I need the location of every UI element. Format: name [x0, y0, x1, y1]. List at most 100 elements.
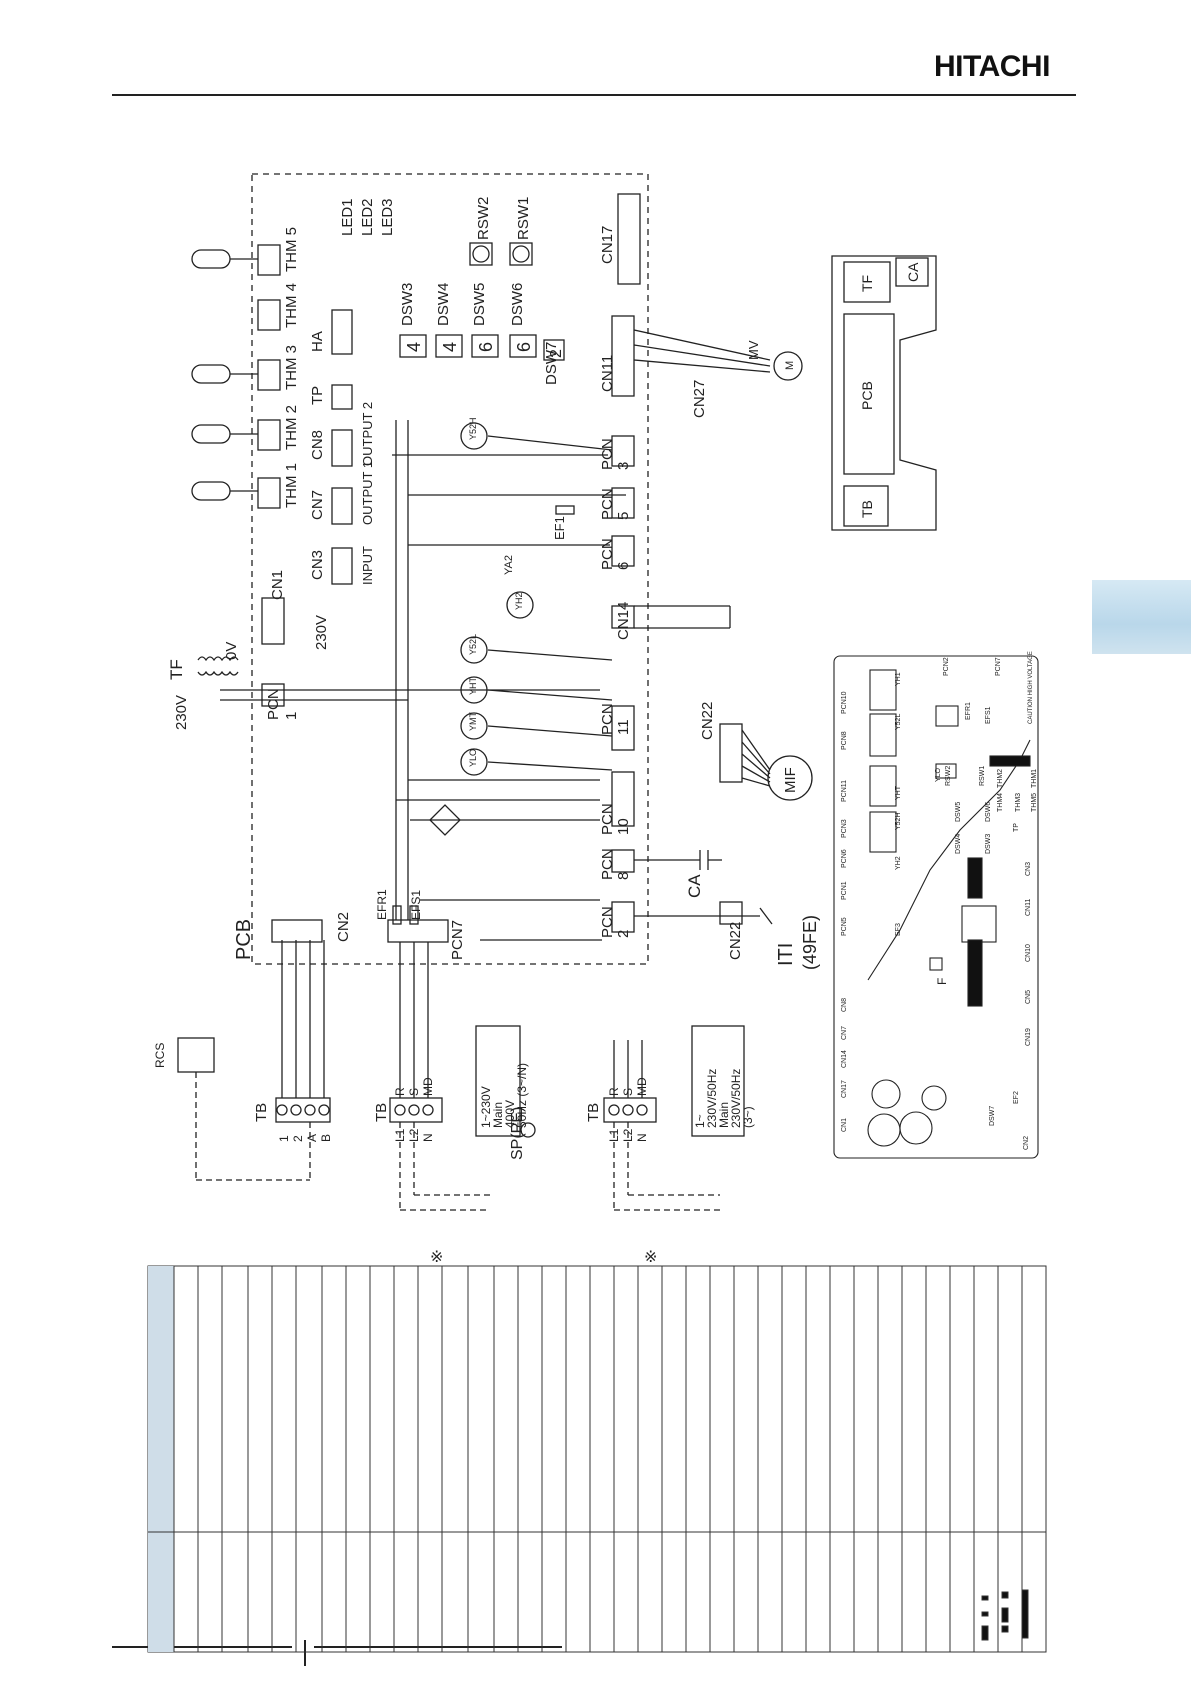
power-box-2-line-4: 230V/50Hz [729, 1069, 743, 1128]
tb2-term-l2: L2 [407, 1128, 421, 1142]
pcb-label-rsw1: RSW1 [979, 766, 986, 786]
tf-secondary-label: 0V [223, 642, 240, 660]
footer-divider [304, 1640, 306, 1666]
thm4-label: THM 4 [283, 283, 300, 328]
cn1-label: CN1 [269, 570, 286, 600]
tb1-term-2: 2 [291, 1135, 305, 1142]
pcb-label-caution: CAUTION HIGH VOLTAGE [1028, 651, 1034, 724]
ef1-label: EF1 [552, 516, 567, 540]
fan-motor-symbol [767, 755, 813, 801]
terminal-circles [276, 1104, 648, 1116]
cn22-top-label: CN22 [699, 702, 716, 740]
schematic-labels: PCB THM 5 THM 4 THM 3 THM 2 THM 1 LED1 L… [153, 197, 820, 1160]
led1-label: LED1 [339, 198, 356, 236]
pcb-label: PCB [233, 919, 255, 960]
tb2-term-md: MD [421, 1077, 435, 1096]
pcn8-number: 8 [615, 872, 632, 880]
footer-rule-left [112, 1646, 292, 1648]
tb3-term-l1: L1 [607, 1128, 621, 1142]
pcb-label-pcn11: PCN11 [841, 780, 848, 802]
dsw7-label: DSW7 [543, 342, 560, 385]
relay-ya2: YA2 [503, 555, 515, 575]
pcb-label-cn2: CN2 [1023, 1136, 1030, 1150]
rsw2-label: RSW2 [475, 197, 492, 240]
thm5-label: THM 5 [283, 227, 300, 272]
led3-label: LED3 [379, 198, 396, 236]
cn3-label: CN3 [309, 550, 326, 580]
pcb-label-cn10: CN10 [1025, 944, 1032, 962]
pcb-label-pcn3: PCN3 [841, 819, 848, 838]
pcn2-number: 2 [615, 930, 632, 938]
pcb-label-ef3: EF3 [895, 923, 902, 936]
tb2-term-s: S [407, 1088, 421, 1096]
thermistor-probes [191, 249, 258, 501]
pcb-label-cn14: CN14 [841, 1050, 848, 1068]
footer-rule-right [314, 1646, 562, 1648]
pcn7-label: PCN7 [449, 920, 466, 960]
tb2-term-r: R [393, 1087, 407, 1096]
input-label: INPUT [360, 546, 375, 585]
pcb-label-cn19: CN19 [1025, 1028, 1032, 1046]
dsw5-setting: 6 [476, 342, 496, 352]
pcb-label-efr1: EFR1 [965, 702, 972, 720]
board-tf: TF [859, 275, 875, 292]
efs1-label: EFS1 [409, 890, 423, 920]
pcb-label-pcn7: PCN7 [995, 657, 1002, 676]
iti-label: ITI [775, 943, 797, 966]
pcb-label-cn8: CN8 [841, 998, 848, 1012]
board-ca: CA [905, 262, 921, 282]
tb2-term-n: N [421, 1133, 435, 1142]
tf-label: TF [167, 659, 186, 680]
led2-label: LED2 [359, 198, 376, 236]
tb2-term-l1: L1 [393, 1128, 407, 1142]
relay-y52h: Y52H [468, 417, 478, 440]
tb2-label: TB [373, 1103, 390, 1122]
relay-coils [460, 422, 534, 776]
pcn10-number: 10 [615, 818, 632, 835]
pcb-label-pcn8: PCN8 [841, 731, 848, 750]
pcn3-label: PCN [599, 438, 616, 470]
pcn6-number: 6 [615, 562, 632, 570]
power-box-2-line-2: 230V/50Hz [705, 1069, 719, 1128]
pcb-label-dsw3: DSW3 [985, 834, 992, 854]
pcb-label-y52l: Y52L [895, 714, 902, 730]
pcb-label-thm3: THM3 [1015, 793, 1022, 812]
dsw6-label: DSW6 [509, 283, 526, 326]
board-pcb: PCB [859, 381, 875, 410]
pcb-label-pcn2: PCN2 [943, 657, 950, 676]
relay-yht: YHT [468, 676, 478, 695]
tf-pcn1-label: 230V [313, 615, 330, 650]
power-box-1-line-3: 400V [503, 1100, 517, 1128]
pcb-label-dsw5: DSW5 [955, 802, 962, 822]
mif-label: MIF [782, 767, 799, 793]
pcb-label-rsw2: RSW2 [945, 766, 952, 786]
pcb-label-ylo: YLO [935, 767, 942, 782]
pcn3-number: 3 [615, 462, 632, 470]
pcb-label-tp: TP [1013, 823, 1020, 832]
tb3-term-l2: L2 [621, 1128, 635, 1142]
cn27-label: CN27 [691, 380, 708, 418]
pcb-label-cn7: CN7 [841, 1026, 848, 1040]
relay-ymt: YMT [468, 712, 478, 732]
earth-label: SP(PE) [509, 1107, 526, 1160]
pcb-label-ef2: EF2 [1013, 1091, 1020, 1104]
pcb-label-pcn5: PCN5 [841, 917, 848, 936]
note-marker-2: ※ [644, 1249, 657, 1266]
dsw3-setting: 4 [404, 342, 424, 352]
relay-ylo: YLO [468, 749, 478, 767]
thm2-label: THM 2 [283, 405, 300, 450]
tb1-term-1: 1 [277, 1135, 291, 1142]
board-tb: TB [859, 500, 875, 518]
thm1-label: THM 1 [283, 463, 300, 508]
tb1-term-b: B [319, 1134, 333, 1142]
pcn2-label: PCN [599, 906, 616, 938]
cn2-label: CN2 [335, 912, 352, 942]
output1-label: OUTPUT 1 [360, 461, 375, 525]
dsw6-setting: 6 [514, 342, 534, 352]
pcb-label-cn3: CN3 [1025, 862, 1032, 876]
note-marker-1: ※ [430, 1249, 443, 1266]
power-box-2-line-5: (3~) [741, 1106, 755, 1128]
pcb-label-yht: YHT [895, 785, 902, 800]
legend-table-frame [147, 1265, 1047, 1653]
